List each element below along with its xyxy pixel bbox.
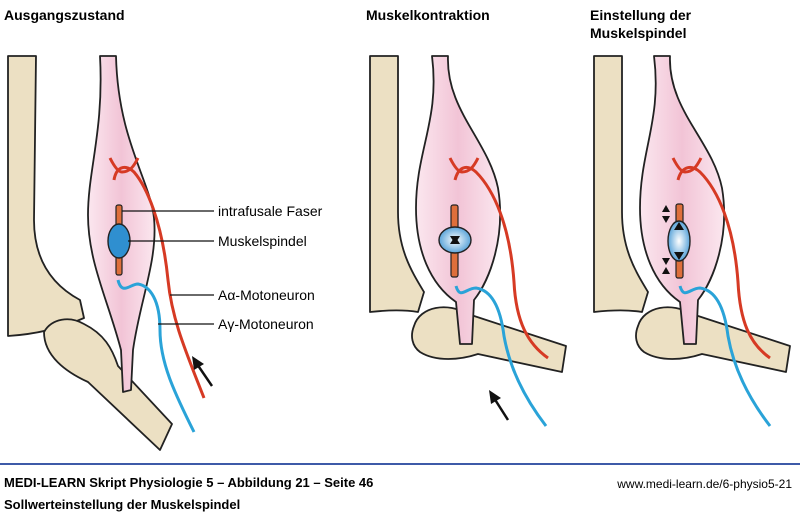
contraction-arrow-bottom-b <box>662 267 670 274</box>
muscle <box>639 55 726 345</box>
muscle-spindle <box>667 220 691 262</box>
label-intrafusal-fiber: intrafusale Faser <box>218 203 323 219</box>
alpha-ending <box>448 157 480 174</box>
alpha-ending <box>108 157 140 174</box>
gamma-nerve <box>116 279 196 433</box>
contraction-arrow-bottom-a <box>662 258 670 265</box>
footer-url[interactable]: www.medi-learn.de/6-physio5-21 <box>617 477 792 491</box>
gamma-nerve <box>678 285 772 427</box>
figure-caption: MEDI-LEARN Skript Physiologie 5 – Abbild… <box>4 475 374 490</box>
spindle-arrow-up <box>674 222 684 230</box>
contraction-arrow-top-a <box>662 205 670 212</box>
upper-arm-bone <box>593 55 649 313</box>
upper-arm-bone <box>369 55 425 313</box>
stretch-arrow-2 <box>489 390 510 421</box>
contraction-arrow-top-b <box>662 216 670 223</box>
alpha-nerve <box>453 165 549 360</box>
forearm-bone <box>411 306 567 373</box>
panel-title-initial: Ausgangszustand <box>4 7 125 23</box>
upper-arm-bone <box>7 55 85 337</box>
panel-2-figure <box>369 55 567 427</box>
alpha-nerve <box>112 165 206 399</box>
stretch-arrow-1 <box>192 356 214 387</box>
spindle-arrow-down <box>674 252 684 260</box>
forearm-bone <box>43 318 173 451</box>
panel-title-adjustment: Einstellung der Muskelspindel <box>590 7 692 41</box>
gamma-nerve <box>454 285 548 427</box>
muscle-spindle <box>107 223 131 259</box>
alpha-nerve <box>676 165 771 360</box>
panel-title-contraction: Muskelkontraktion <box>366 7 490 23</box>
label-alpha-motoneuron: Aα-Motoneuron <box>218 287 315 303</box>
footer-divider <box>0 463 800 465</box>
figure-subtitle: Sollwerteinstellung der Muskelspindel <box>4 497 241 512</box>
label-muscle-spindle: Muskelspindel <box>218 233 307 249</box>
forearm-bone <box>635 306 791 373</box>
alpha-ending <box>671 157 703 174</box>
muscle <box>415 55 502 345</box>
panel-1-figure <box>7 55 214 451</box>
panel-3-figure <box>593 55 791 427</box>
compression-arrow-down <box>450 236 460 244</box>
label-gamma-motoneuron: Aγ-Motoneuron <box>218 316 314 332</box>
